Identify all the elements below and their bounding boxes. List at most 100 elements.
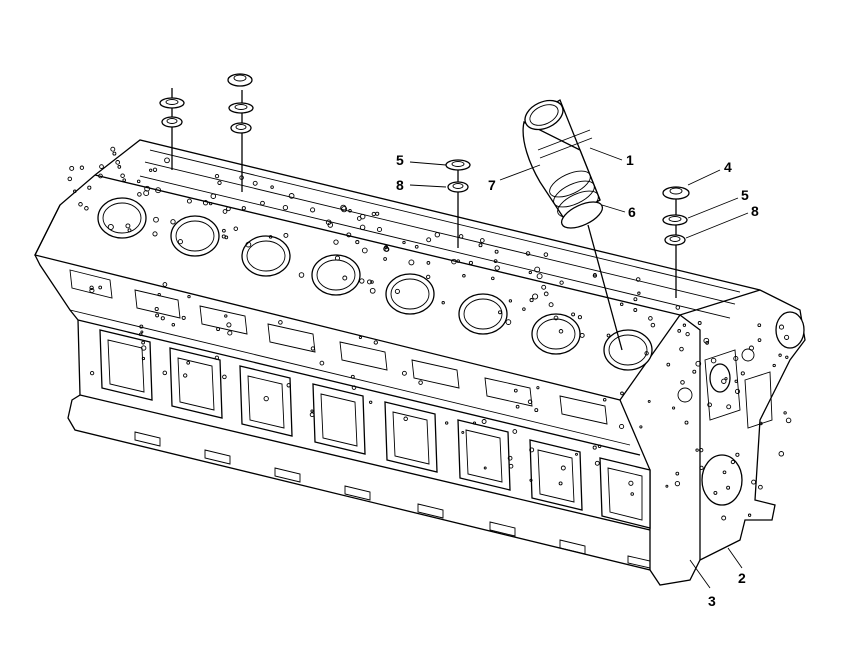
- cylinder-liner: [522, 99, 623, 351]
- cylinder-bore: [311, 254, 361, 296]
- bolt-hole: [155, 187, 162, 194]
- bolt-hole: [69, 165, 75, 171]
- bolt-hole: [186, 198, 192, 204]
- end-face-details: [677, 311, 805, 506]
- bolt-hole: [757, 338, 762, 342]
- bolt-hole: [675, 305, 681, 310]
- bolt-hole: [107, 223, 114, 231]
- bolt-hole: [633, 308, 638, 312]
- bolt-hole: [747, 513, 752, 517]
- bolt-hole: [680, 380, 685, 385]
- cylinder-bore: [170, 215, 220, 257]
- bolt-hole: [334, 255, 341, 261]
- bolt-hole: [695, 360, 702, 367]
- bolt-hole: [468, 260, 473, 265]
- bolt-hole: [137, 192, 142, 197]
- bolt-hole: [120, 173, 125, 178]
- bolt-hole: [491, 276, 495, 281]
- cylinder-bore: [531, 313, 581, 355]
- bolt-hole: [187, 294, 191, 299]
- bolt-hole: [78, 202, 83, 207]
- callout-6: 6: [628, 204, 636, 220]
- bolt-hole: [402, 240, 406, 245]
- bolt-hole: [458, 234, 464, 239]
- bolt-hole: [734, 388, 741, 394]
- bolt-hole: [559, 280, 564, 285]
- bolt-hole: [361, 247, 368, 254]
- bolt-hole: [597, 444, 602, 449]
- bolt-hole: [140, 330, 144, 334]
- bolt-hole: [748, 345, 754, 351]
- bolt-hole: [367, 279, 372, 285]
- bolt-hole: [233, 226, 239, 231]
- bolt-hole: [445, 421, 449, 425]
- bolt-hole: [571, 312, 576, 317]
- bolt-hole: [751, 479, 757, 485]
- bolt-hole: [498, 310, 502, 315]
- bolt-hole: [757, 323, 762, 328]
- bolt-hole: [541, 284, 547, 290]
- bolt-hole: [759, 421, 763, 426]
- bolt-hole: [778, 451, 785, 457]
- bolt-hole: [359, 278, 365, 284]
- bolt-hole: [705, 341, 709, 345]
- bolt-hole: [383, 257, 387, 261]
- bolt-hole: [89, 285, 94, 290]
- bolt-hole: [408, 259, 415, 266]
- bolt-hole: [89, 287, 95, 294]
- bolt-hole: [214, 355, 220, 360]
- bolt-hole: [479, 238, 485, 243]
- cylinder-bores: [97, 197, 653, 371]
- bolt-hole: [536, 273, 543, 280]
- bolt-hole: [529, 478, 533, 482]
- bolt-hole: [675, 471, 680, 476]
- bolt-hole: [494, 249, 499, 254]
- bolt-hole: [136, 179, 141, 184]
- bolt-hole: [319, 360, 325, 366]
- bolt-hole: [639, 425, 643, 429]
- bolt-hole: [115, 160, 121, 165]
- bolt-hole: [327, 222, 334, 228]
- bolt-hole: [674, 480, 681, 487]
- bolt-hole: [724, 377, 728, 381]
- bolt-hole: [630, 492, 634, 496]
- bolt-hole: [527, 399, 533, 405]
- bolt-hole: [298, 272, 305, 278]
- bolt-hole: [707, 402, 712, 408]
- bolt-hole: [536, 386, 540, 390]
- bolt-hole: [155, 313, 160, 318]
- bolt-hole: [98, 173, 103, 179]
- cylinder-bore: [603, 329, 653, 371]
- bolt-hole: [310, 409, 314, 413]
- bolt-hole: [534, 408, 539, 413]
- bolt-hole: [79, 165, 85, 170]
- bolt-hole: [778, 353, 782, 357]
- bolt-hole: [508, 463, 514, 469]
- bolt-hole: [125, 223, 131, 229]
- bolt-hole: [619, 423, 625, 430]
- bolt-hole: [177, 239, 183, 245]
- bolt-hole: [699, 447, 704, 453]
- bolt-hole: [183, 373, 188, 378]
- bolt-hole: [162, 370, 168, 376]
- bolt-hole: [139, 324, 144, 329]
- bolt-hole: [164, 157, 170, 164]
- callout-5-middle: 5: [396, 152, 404, 168]
- bolt-hole: [351, 385, 357, 390]
- bolt-hole: [512, 429, 518, 434]
- bolt-hole: [784, 334, 790, 340]
- bolt-hole: [209, 201, 213, 206]
- bolt-hole: [369, 287, 376, 294]
- bolt-hole: [67, 176, 73, 182]
- bolt-hole: [462, 274, 466, 278]
- bolt-hole: [644, 351, 649, 356]
- bolt-hole: [157, 292, 161, 297]
- bolt-hole: [154, 306, 159, 312]
- bolt-hole: [635, 277, 641, 282]
- bolt-hole: [222, 374, 227, 380]
- bolt-hole: [401, 370, 407, 376]
- bolt-hole: [186, 360, 191, 365]
- bolt-hole: [505, 319, 512, 325]
- bolt-hole: [162, 282, 168, 287]
- bolt-hole: [637, 291, 641, 295]
